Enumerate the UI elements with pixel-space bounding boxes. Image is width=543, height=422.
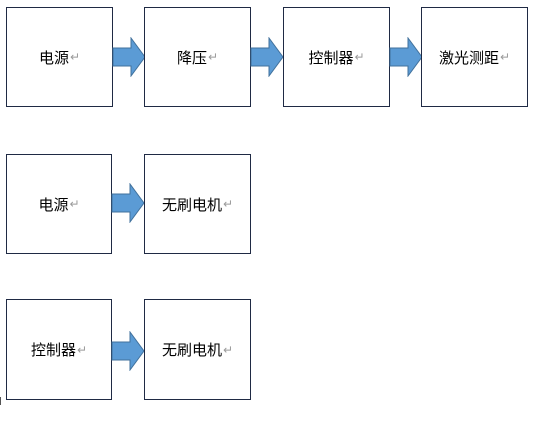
box-label: 控制器 bbox=[30, 341, 76, 359]
paragraph-mark: ↵ bbox=[207, 50, 219, 64]
text-cursor-mark bbox=[0, 397, 1, 405]
paragraph-mark: ↵ bbox=[222, 197, 234, 211]
right-arrow-icon bbox=[112, 37, 146, 77]
flow-box-power-supply-row2: 电源↵ bbox=[6, 154, 112, 254]
paragraph-mark: ↵ bbox=[69, 197, 80, 211]
flow-box-brushless-motor-row3: 无刷电机↵ bbox=[144, 299, 251, 400]
paragraph-mark: ↵ bbox=[222, 342, 234, 357]
paragraph-mark: ↵ bbox=[76, 342, 88, 357]
box-label: 电源 bbox=[38, 48, 69, 67]
paragraph-mark: ↵ bbox=[499, 50, 511, 64]
box-label: 无刷电机 bbox=[161, 195, 222, 214]
paragraph-mark: ↵ bbox=[69, 50, 81, 64]
flow-box-controller-row1: 控制器↵ bbox=[283, 7, 390, 107]
flow-box-laser-rangefinder: 激光测距↵ bbox=[421, 7, 528, 107]
flow-box-controller-row3: 控制器↵ bbox=[6, 299, 112, 400]
paragraph-mark: ↵ bbox=[354, 50, 365, 64]
right-arrow-icon bbox=[111, 331, 145, 371]
box-label: 电源 bbox=[38, 195, 69, 214]
box-label: 无刷电机 bbox=[161, 341, 222, 359]
right-arrow-icon bbox=[389, 37, 423, 77]
right-arrow-icon bbox=[250, 37, 284, 77]
flow-box-power-supply-row1: 电源↵ bbox=[6, 7, 113, 107]
right-arrow-icon bbox=[111, 183, 145, 223]
box-label: 控制器 bbox=[308, 48, 354, 67]
box-label: 激光测距 bbox=[438, 48, 499, 67]
flow-box-brushless-motor-row2: 无刷电机↵ bbox=[144, 154, 251, 254]
flow-box-step-down: 降压↵ bbox=[144, 7, 251, 107]
box-label: 降压 bbox=[176, 48, 207, 67]
